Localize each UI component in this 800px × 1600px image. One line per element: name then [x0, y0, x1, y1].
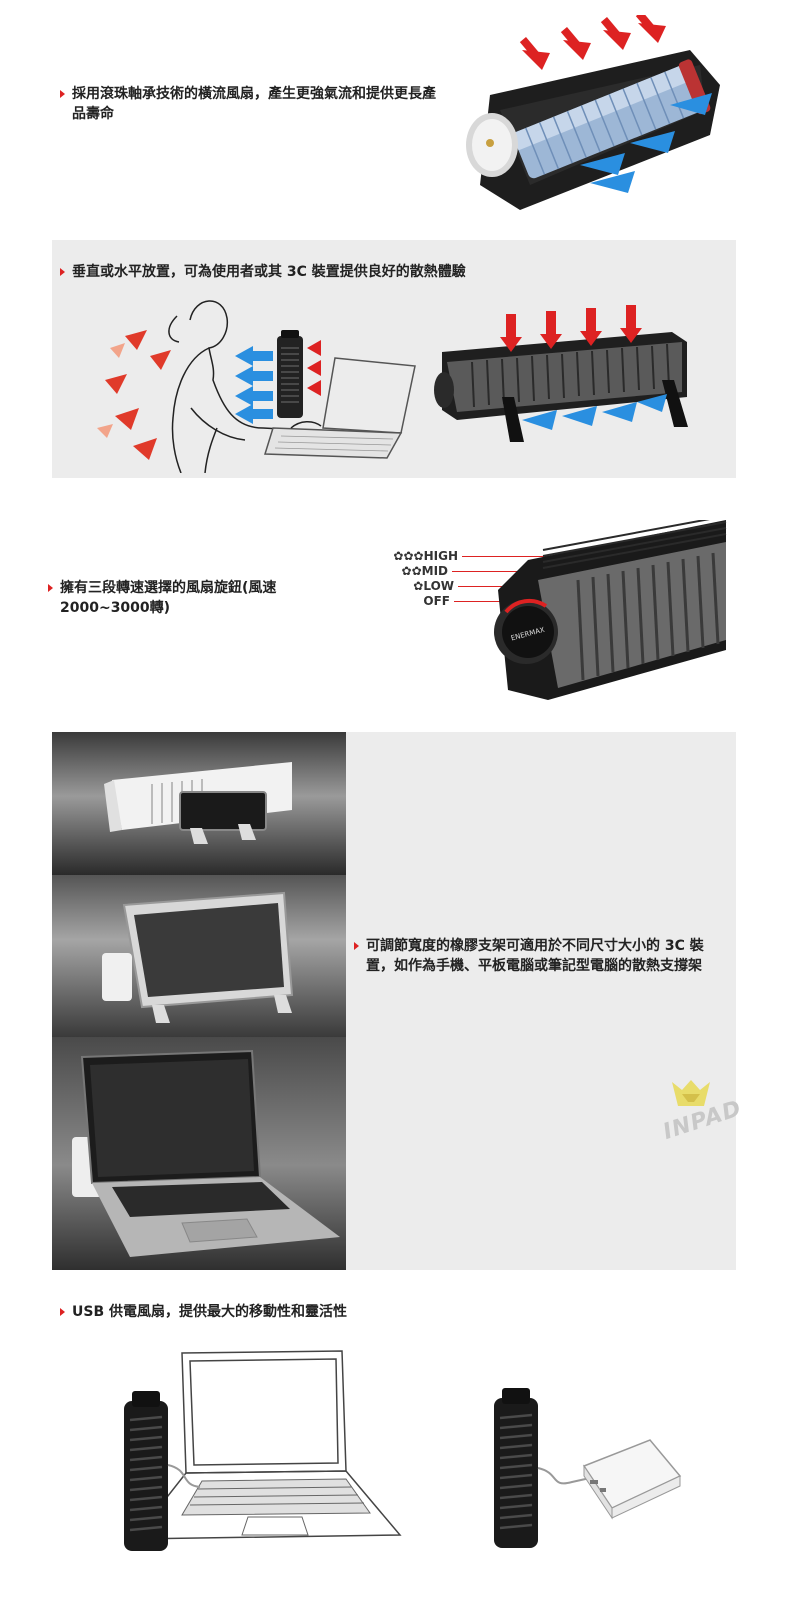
speed-label-off: OFF [384, 594, 450, 608]
feature-bearing-text: 採用滾珠軸承技術的橫流風扇，產生更強氣流和提供更長產品壽命 [60, 84, 442, 124]
fan-speed-icon: ✿✿ [401, 564, 422, 578]
fan-speed-icon: ✿ [413, 579, 424, 593]
horizontal-fan-illustration [434, 305, 688, 442]
inpad-logo-icon [672, 1080, 710, 1106]
leader-line-high [462, 556, 548, 557]
fan-knob-closeup-image: ENERMAX [494, 520, 727, 700]
feature-orientation-label: 垂直或水平放置，可為使用者或其 3C 裝置提供良好的散熱體驗 [72, 264, 466, 280]
phone-stand-drawing [104, 762, 292, 844]
feature-orientation-text: 垂直或水平放置，可為使用者或其 3C 裝置提供良好的散熱體驗 [60, 262, 672, 282]
bullet-arrow-icon [60, 1308, 65, 1316]
feature-stand-text: 可調節寬度的橡膠支架可適用於不同尺寸大小的 3C 裝 置，如作為手機、平板電腦或… [354, 936, 732, 976]
speed-high-text: HIGH [423, 549, 458, 563]
bullet-arrow-icon [60, 90, 65, 98]
bullet-arrow-icon [48, 584, 53, 592]
bullet-arrow-icon [354, 942, 359, 950]
crossflow-fan-image [466, 15, 720, 210]
tablet-stand-drawing [102, 891, 294, 1023]
usb-laptop-illustration [124, 1350, 402, 1551]
feature-usb-text: USB 供電風扇，提供最大的移動性和靈活性 [60, 1302, 572, 1322]
speed-off-text: OFF [423, 594, 450, 608]
leader-line-mid [452, 571, 538, 572]
speed-low-text: LOW [423, 579, 454, 593]
phone-stand-image [52, 732, 346, 875]
feature-stand-line2: 置，如作為手機、平板電腦或筆記型電腦的散熱支撐架 [366, 958, 702, 974]
speed-label-low: ✿LOW [384, 579, 454, 593]
leader-line-off [454, 601, 516, 602]
feature-stand-line1: 可調節寬度的橡膠支架可適用於不同尺寸大小的 3C 裝 [366, 938, 704, 954]
bullet-arrow-icon [60, 268, 65, 276]
usb-powerbank-illustration [494, 1388, 682, 1548]
feature-knob-line1: 擁有三段轉速選擇的風扇旋鈕(風速 [60, 580, 277, 596]
speed-label-mid: ✿✿MID [384, 564, 448, 578]
laptop-stand-image [52, 1037, 346, 1270]
feature-usb-label: USB 供電風扇，提供最大的移動性和靈活性 [72, 1304, 347, 1320]
speed-mid-text: MID [421, 564, 448, 578]
leader-line-low [458, 586, 528, 587]
user-with-laptop-illustration [97, 300, 416, 473]
feature-knob-line2: 2000~3000轉) [60, 600, 171, 616]
feature-bearing-label: 採用滾珠軸承技術的橫流風扇，產生更強氣流和提供更長產品壽命 [72, 86, 436, 122]
speed-label-high: ✿✿✿HIGH [384, 549, 458, 563]
tablet-stand-image [52, 875, 346, 1037]
fan-speed-icon: ✿✿✿ [393, 549, 424, 563]
laptop-stand-drawing [72, 1049, 340, 1257]
feature-knob-text: 擁有三段轉速選擇的風扇旋鈕(風速 2000~3000轉) [48, 578, 320, 618]
